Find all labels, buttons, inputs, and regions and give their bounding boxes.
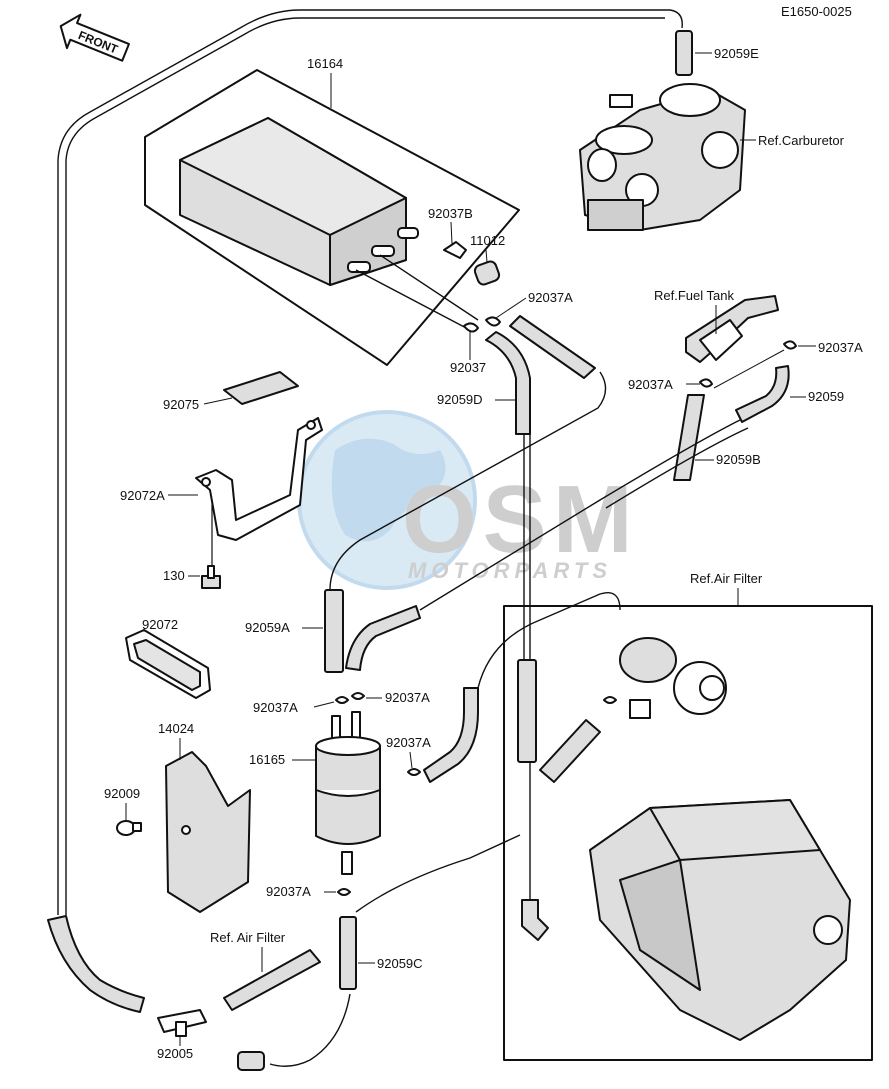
label-16165: 16165 [249, 752, 285, 767]
hose-elbow-right [423, 687, 479, 783]
end-cap-bottom [237, 1051, 265, 1071]
clip-92037b [443, 241, 467, 259]
watermark: OSM MOTORPARTS [297, 410, 639, 590]
cap-11012 [473, 260, 501, 286]
label-92072a: 92072A [120, 488, 165, 503]
label-11012: 11012 [470, 233, 505, 248]
label-92037a-bottom: 92037A [266, 884, 311, 899]
watermark-sub: MOTORPARTS [408, 558, 612, 583]
hose-air-filter [223, 949, 321, 1011]
label-92005: 92005 [157, 1046, 193, 1061]
label-92059: 92059 [808, 389, 844, 404]
label-130: 130 [163, 568, 185, 583]
fuel-tank-fitting [685, 295, 779, 363]
label-92059c: 92059C [377, 956, 423, 971]
pad-92075 [223, 371, 299, 405]
label-92037a-left: 92037A [253, 700, 298, 715]
label-16164: 16164 [307, 56, 343, 71]
label-92059a: 92059A [245, 620, 290, 635]
ref-air-filter-box: Ref.Air Filter [690, 571, 763, 586]
label-92037a-tank: 92037A [818, 340, 863, 355]
label-92037: 92037 [450, 360, 486, 375]
hose-vertical-right [517, 659, 537, 763]
cover-14024 [165, 751, 251, 913]
ref-air-filter-hose: Ref. Air Filter [210, 930, 286, 945]
label-92072: 92072 [142, 617, 178, 632]
strap-92072 [125, 629, 211, 699]
carburetor [579, 83, 746, 231]
label-92037a-right: 92037A [385, 690, 430, 705]
label-92037b: 92037B [428, 206, 473, 221]
hose-92059d [485, 331, 531, 435]
hose-elbow-center [345, 605, 421, 671]
bolt-130 [201, 565, 221, 589]
label-92037a-tank2: 92037A [628, 377, 673, 392]
watermark-brand: OSM [402, 466, 639, 573]
hose-92059 [735, 365, 790, 423]
label-92037a-mid: 92037A [386, 735, 431, 750]
screw-92009 [116, 820, 142, 836]
label-92059e: 92059E [714, 46, 759, 61]
canister-16164 [179, 117, 419, 286]
air-filter-valve [619, 637, 727, 719]
fitting-92005 [157, 1009, 207, 1037]
air-filter-housing [589, 799, 851, 1041]
hose-diagonal-right [539, 719, 601, 783]
bracket-92072a [195, 417, 323, 541]
filter-16165 [315, 711, 381, 875]
long-vent-hose [57, 9, 683, 915]
hose-92059e [675, 30, 693, 76]
ref-carburetor: Ref.Carburetor [758, 133, 845, 148]
hose-92059b [673, 394, 705, 481]
label-92059d: 92059D [437, 392, 483, 407]
hose-short-top [509, 315, 596, 379]
fitting-air-filter [521, 899, 549, 941]
label-14024: 14024 [158, 721, 194, 736]
hose-92059a [324, 589, 344, 673]
diagram-code: E1650-0025 [781, 4, 852, 19]
hose-92059c [339, 916, 357, 990]
air-filter-frame [503, 605, 873, 1061]
ref-fuel-tank: Ref.Fuel Tank [654, 288, 734, 303]
label-92009: 92009 [104, 786, 140, 801]
label-92075: 92075 [163, 397, 199, 412]
hose-bottom-left [47, 915, 145, 1013]
label-92037a-top: 92037A [528, 290, 573, 305]
front-arrow-icon: FRONT [59, 13, 130, 62]
label-92059b: 92059B [716, 452, 761, 467]
